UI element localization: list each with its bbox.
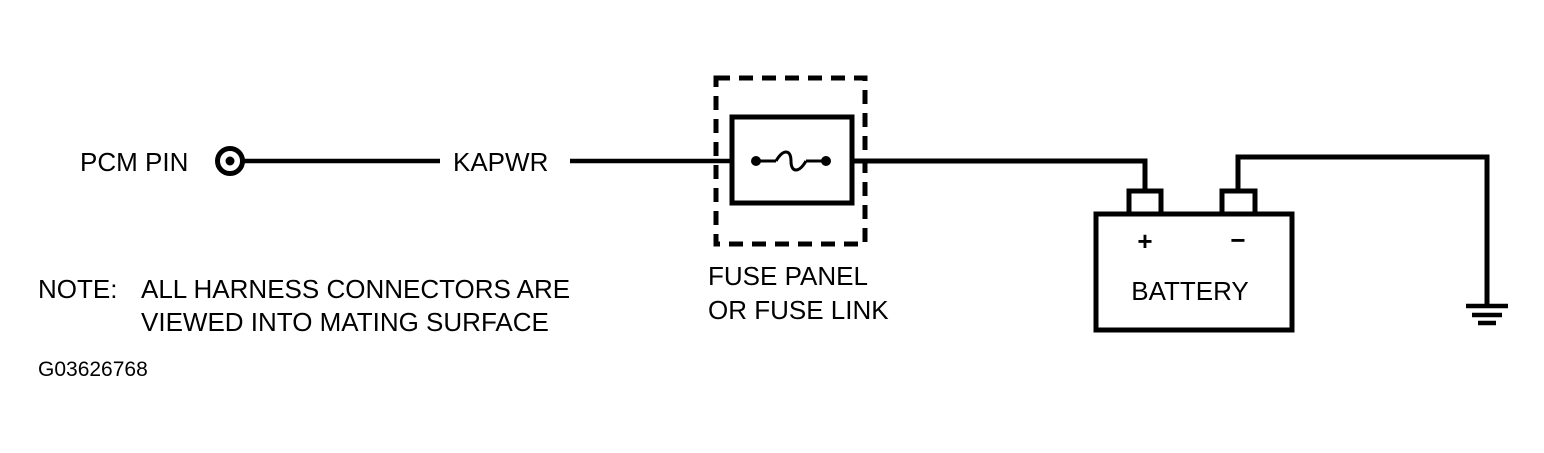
battery-positive-sign: + (1137, 226, 1152, 256)
wire-fuse-to-battery-positive (852, 158, 1148, 192)
pcm-pin-connector-icon (215, 146, 245, 176)
battery-negative-sign: − (1230, 225, 1245, 255)
fuse-label-line2: OR FUSE LINK (708, 295, 889, 325)
note-line2: VIEWED INTO MATING SURFACE (141, 307, 549, 337)
pcm-pin-label: PCM PIN (80, 147, 188, 177)
wire-battery-negative-to-ground (1235, 154, 1490, 306)
ground-icon (1466, 303, 1508, 326)
note-line1: ALL HARNESS CONNECTORS ARE (141, 274, 570, 304)
fuse-icon (751, 150, 831, 172)
battery-label: BATTERY (1131, 276, 1249, 306)
figure-id: G03626768 (38, 358, 148, 381)
battery-icon (1093, 188, 1295, 333)
fuse-label-line1: FUSE PANEL (708, 261, 868, 291)
kapwr-label: KAPWR (453, 147, 548, 177)
note-prefix: NOTE: (38, 274, 117, 304)
